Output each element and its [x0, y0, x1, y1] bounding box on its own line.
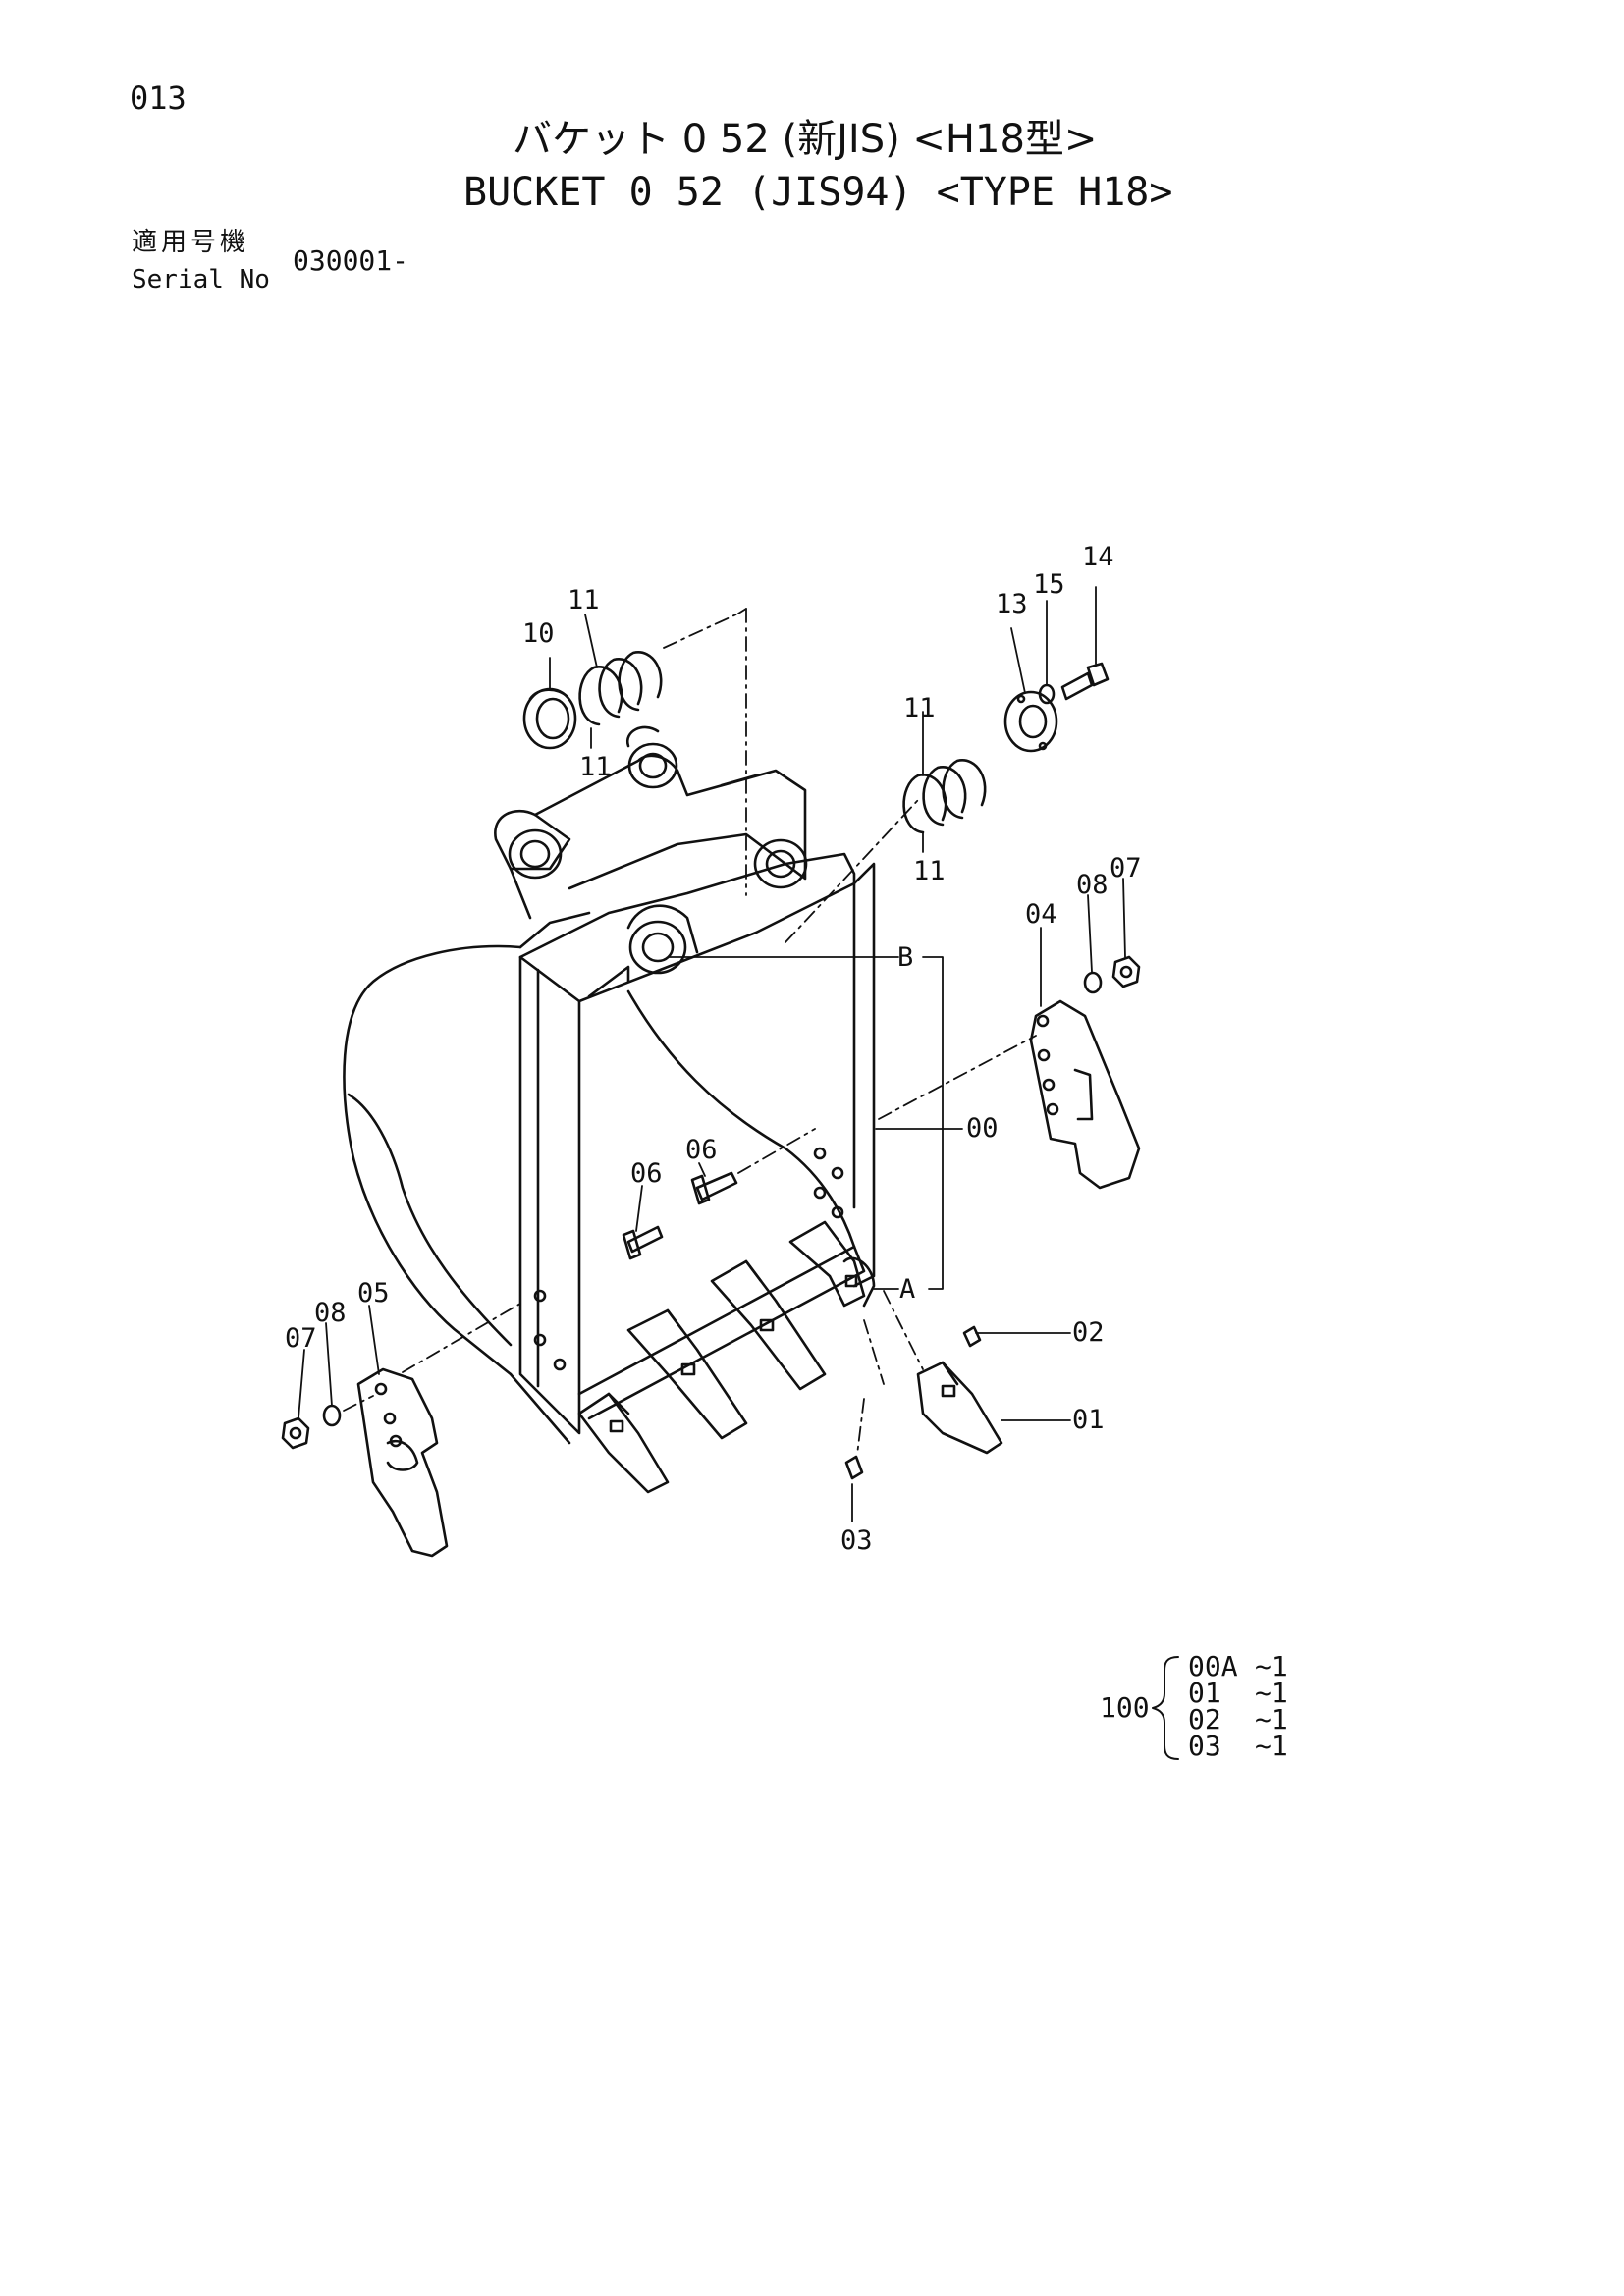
parts-set-item-qty: ~1 — [1255, 1730, 1288, 1762]
part-05-side-cutter-left — [356, 1367, 449, 1558]
parts-set-item-part: 03 — [1188, 1730, 1221, 1762]
part-07-nut-left — [281, 1416, 310, 1450]
callout-11-lower-right: 11 — [913, 856, 946, 886]
page-number: 013 — [130, 80, 187, 117]
bucket-body — [343, 725, 876, 1445]
title-english: BUCKET 0 52 (JIS94) <TYPE H18> — [463, 170, 1173, 215]
parts-set-item-qty: ~1 — [1255, 1650, 1288, 1682]
part-13-plate — [1003, 690, 1058, 753]
leader-lines — [298, 586, 1126, 1522]
callout-06-upper: 06 — [685, 1135, 718, 1165]
part-10-plate — [522, 687, 577, 750]
callout-10: 10 — [522, 618, 555, 649]
part-14-bolt — [1060, 662, 1110, 701]
callout-15: 15 — [1033, 569, 1065, 600]
part-08-washer-left — [322, 1404, 342, 1427]
part-03-lock — [844, 1455, 864, 1480]
part-07-nut-right — [1111, 955, 1141, 988]
parts-set-item-qty: ~1 — [1255, 1677, 1288, 1709]
serial-number-value: 030001- — [293, 244, 409, 277]
callout-11-upper-left: 11 — [568, 585, 600, 615]
part-06-bolts — [622, 1171, 738, 1260]
parts-set-item-part: 01 — [1188, 1677, 1221, 1709]
callout-07-left: 07 — [285, 1323, 317, 1354]
serial-label-japanese: 適用号機 — [132, 228, 250, 257]
parts-set-item-part: 02 — [1188, 1703, 1221, 1735]
parts-set-item-qty: ~1 — [1255, 1703, 1288, 1735]
callout-14: 14 — [1082, 542, 1114, 572]
callout-B: B — [897, 942, 913, 973]
parts-set-item-part: 00A — [1188, 1650, 1238, 1682]
callout-08-right: 08 — [1076, 870, 1109, 900]
part-11-shims-right — [902, 759, 987, 834]
bucket-teeth — [577, 1220, 876, 1494]
callout-00: 00 — [966, 1113, 999, 1144]
callout-labels: 14 15 13 10 11 11 11 11 04 08 07 B 00 A … — [285, 542, 1142, 1556]
title-japanese: バケット 0 52 (新JIS) <H18型> — [513, 117, 1098, 162]
part-02-pin — [962, 1325, 982, 1348]
callout-07-right: 07 — [1110, 853, 1142, 883]
part-01-tooth — [916, 1361, 1003, 1455]
callout-13: 13 — [996, 589, 1028, 619]
parts-set-number: 100 — [1100, 1691, 1150, 1724]
serial-label-english: Serial No — [132, 265, 270, 294]
callout-11-upper-right: 11 — [903, 693, 936, 723]
callout-03: 03 — [840, 1525, 873, 1556]
callout-01: 01 — [1072, 1405, 1105, 1435]
part-11-shims-left — [578, 651, 663, 726]
callout-A: A — [899, 1274, 915, 1305]
part-04-side-cutter-right — [1029, 999, 1141, 1190]
callout-02: 02 — [1072, 1317, 1105, 1348]
part-08-washer-right — [1083, 971, 1103, 994]
callout-11-lower-left: 11 — [579, 752, 612, 782]
callout-04: 04 — [1025, 899, 1057, 930]
parts-set-brace — [1152, 1656, 1179, 1760]
callout-05: 05 — [357, 1278, 390, 1308]
callout-06-lower: 06 — [630, 1158, 663, 1189]
callout-08-left: 08 — [314, 1298, 347, 1328]
